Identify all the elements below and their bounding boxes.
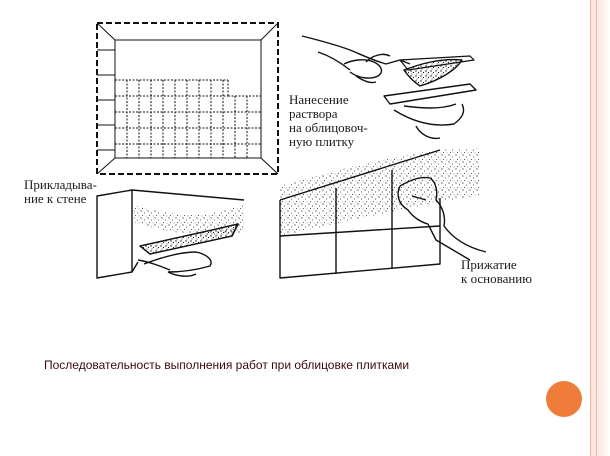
- frame-band: [590, 0, 610, 456]
- accent-circle: [546, 381, 582, 417]
- label-applying-mortar-line-4: ную плитку: [289, 134, 355, 149]
- label-pressing-line-2: к основанию: [461, 271, 532, 286]
- label-placing-to-wall: Прикладыва- ние к стене: [24, 178, 97, 206]
- label-applying-mortar: Нанесение раствора на облицовоч- ную пли…: [289, 93, 368, 149]
- tiling-sequence-illustration: [96, 22, 487, 279]
- label-applying-mortar-line-1: Нанесение: [289, 92, 349, 107]
- label-placing-to-wall-line-1: Прикладыва-: [24, 177, 97, 192]
- label-pressing-line-1: Прижатие: [461, 257, 517, 272]
- frame-line-left: [590, 0, 591, 456]
- label-applying-mortar-line-2: раствора: [289, 106, 338, 121]
- slide-caption: Последовательность выполнения работ при …: [44, 358, 410, 372]
- frame-line-right: [596, 0, 597, 456]
- label-applying-mortar-line-3: на облицовоч-: [289, 120, 368, 135]
- placing-tile-drawing: [96, 189, 245, 279]
- pressing-tile-drawing: [279, 148, 487, 279]
- applying-mortar-drawing: [301, 35, 477, 140]
- tiled-wall-panel: [96, 22, 279, 175]
- label-placing-to-wall-line-2: ние к стене: [24, 191, 87, 206]
- label-pressing: Прижатие к основанию: [461, 258, 532, 286]
